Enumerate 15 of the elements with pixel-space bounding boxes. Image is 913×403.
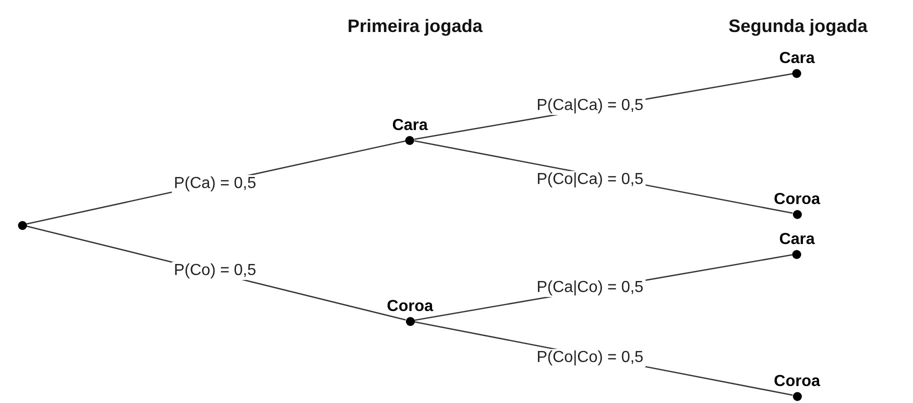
edge-label: P(Co) = 0,5 [172, 262, 258, 280]
column-heading: Segunda jogada [728, 16, 868, 37]
outcome-label: Coroa [386, 298, 434, 316]
outcome-label: Coroa [774, 190, 820, 208]
root-dot [18, 220, 26, 230]
edge-label: P(Ca|Co) = 0,5 [534, 279, 646, 297]
outcome-label: Coroa [774, 372, 820, 390]
edge-label: P(Co|Ca) = 0,5 [534, 171, 646, 189]
column-heading: Primeira jogada [347, 16, 483, 37]
outcome-label: Cara [779, 230, 815, 248]
edge-label: P(Co|Co) = 0,5 [534, 349, 646, 367]
outcome-label: Cara [392, 116, 428, 134]
outcome-label: Cara [779, 50, 815, 68]
edge-label: P(Ca|Ca) = 0,5 [534, 97, 646, 115]
edge-label: P(Ca) = 0,5 [172, 175, 258, 193]
